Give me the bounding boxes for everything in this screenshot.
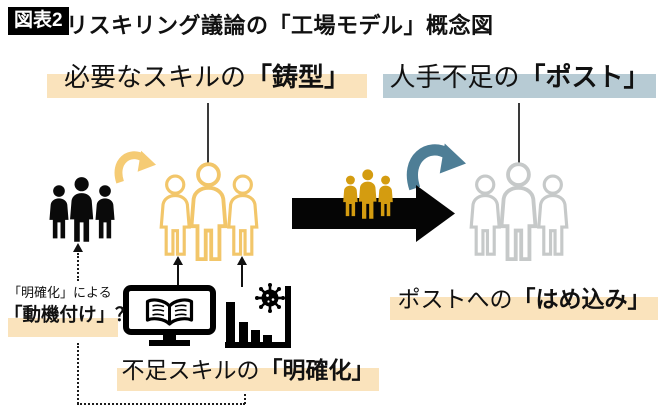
elearning-monitor-book-icon	[123, 285, 216, 346]
label-fit-em: 「はめ込み」	[512, 286, 651, 312]
up-arrow-right-icon	[237, 256, 247, 265]
feedback-dotted-line-bottom	[77, 403, 245, 405]
label-mold-pre: 必要なスキルの	[63, 62, 246, 92]
up-arrow-left-shaft	[177, 264, 179, 287]
curved-arrow-amber-icon	[114, 145, 156, 188]
post-connector-line	[518, 103, 520, 197]
motivation-line2: 「動機付け」？	[4, 304, 134, 325]
mold-connector-line	[207, 103, 209, 192]
workers-gray-outline-icon	[463, 161, 575, 264]
label-mold-em: 「鋳型」	[246, 62, 351, 92]
blue-highlight-band	[383, 74, 656, 98]
big-right-arrow-icon	[292, 185, 455, 242]
feedback-dotted-line-right	[244, 389, 246, 404]
cream-highlight-band	[47, 74, 367, 98]
motivation-line1: 「明確化」による	[8, 285, 112, 300]
workers-amber-outline-icon	[153, 161, 265, 264]
label-required-skill-mold: 必要なスキルの「鋳型」	[47, 57, 367, 98]
up-arrow-right-shaft	[241, 264, 243, 287]
figure-badge: 図表2	[8, 7, 69, 35]
workers-gold-icon	[339, 166, 397, 223]
label-post-fitting: ポストへの「はめ込み」	[390, 280, 658, 320]
label-clarify-pre: 不足スキルの	[121, 357, 260, 383]
cream-highlight-band	[390, 297, 658, 320]
label-post-pre: 人手不足の	[389, 62, 520, 92]
feedback-arrowhead-icon	[73, 243, 83, 252]
label-post-em: 「ポスト」	[519, 62, 650, 92]
label-fit-pre: ポストへの	[397, 286, 513, 312]
label-understaffed-post: 人手不足の「ポスト」	[383, 57, 656, 98]
declining-chart-virus-icon	[225, 283, 291, 348]
feedback-dotted-line-top	[77, 253, 79, 281]
page-title: リスキリング議論の「工場モデル」概念図	[66, 13, 494, 38]
label-skill-clarification: 不足スキルの「明確化」	[117, 351, 379, 391]
workers-black-icon	[44, 170, 120, 250]
motivation-highlight-band	[8, 318, 118, 337]
label-clarify-em: 「明確化」	[259, 357, 375, 383]
up-arrow-left-icon	[173, 256, 183, 265]
cream-highlight-band	[117, 368, 379, 391]
feedback-dotted-line-left	[77, 343, 79, 404]
